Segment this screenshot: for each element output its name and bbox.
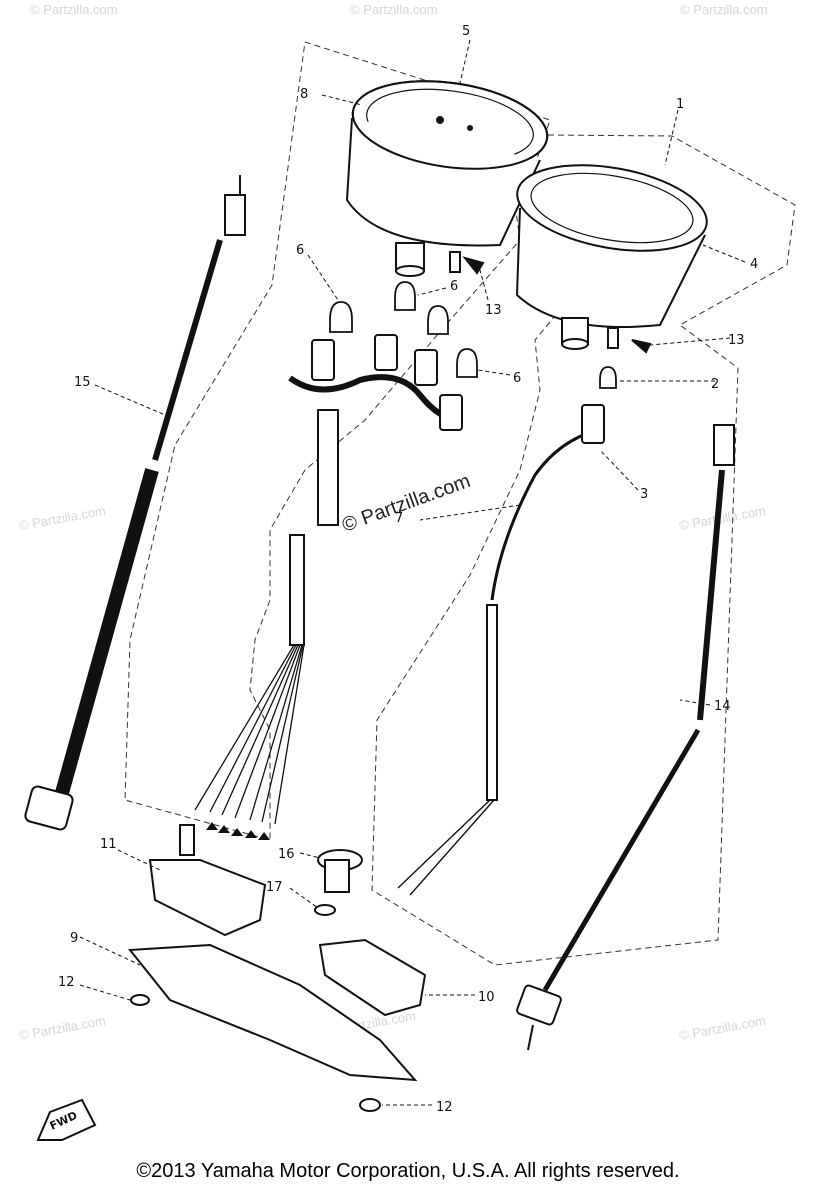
panel-9 [128, 943, 418, 1082]
nut-12-lower [359, 1098, 381, 1112]
callout-8: 8 [300, 87, 308, 102]
watermark-right: © Partzilla.com [678, 503, 767, 533]
washer-17 [314, 904, 336, 916]
bulb-6-right [456, 348, 478, 378]
clip-13-a [462, 256, 485, 275]
watermark-left: © Partzilla.com [18, 503, 107, 533]
bulb-2 [599, 366, 617, 389]
callout-17: 17 [266, 880, 283, 895]
watermark-center: © Partzilla.com [339, 470, 473, 537]
nut-12-upper [130, 994, 150, 1006]
callout-6-mid: 6 [450, 279, 458, 294]
bracket-10 [318, 938, 427, 1017]
wire-harness-7 [179, 334, 463, 856]
callout-6-left: 6 [296, 243, 304, 258]
callout-12-upper: 12 [58, 975, 75, 990]
callout-10: 10 [478, 990, 495, 1005]
watermark-top-left: © Partzilla.com [30, 2, 118, 17]
callout-13-a: 13 [485, 303, 502, 318]
callout-11: 11 [100, 837, 117, 852]
cable-15 [24, 175, 246, 831]
bulb-6-mid [394, 281, 416, 311]
callout-12-lower: 12 [436, 1100, 453, 1115]
cable-14 [516, 424, 735, 1051]
copyright-notice: ©2013 Yamaha Motor Corporation, U.S.A. A… [136, 1160, 680, 1182]
callout-7: 7 [395, 511, 403, 526]
callout-16: 16 [278, 847, 295, 862]
outline-assembly-1 [371, 134, 796, 966]
callout-9: 9 [70, 931, 78, 946]
assembly-outlines [124, 41, 796, 966]
callout-1: 1 [676, 97, 684, 112]
callout-6-right: 6 [513, 371, 521, 386]
speedometer-meter [345, 80, 549, 277]
bulb-6-mid2 [427, 305, 449, 335]
bracket-11 [148, 859, 267, 937]
fwd-arrow: FWD [36, 1098, 97, 1141]
callout-3: 3 [640, 487, 648, 502]
callout-14: 14 [714, 699, 731, 714]
bulb-6-left [329, 301, 353, 333]
brackets [128, 256, 652, 1112]
watermark-bottom-left: © Partzilla.com [18, 1013, 107, 1043]
bulbs [329, 281, 617, 389]
callout-2: 2 [711, 377, 719, 392]
callout-4: 4 [750, 257, 758, 272]
tachometer-meter [515, 164, 708, 350]
callout-numbers: 5 8 1 4 6 6 13 13 6 2 15 3 7 14 11 16 17… [58, 24, 758, 1115]
callout-13-b: 13 [728, 333, 745, 348]
clip-13-b [631, 339, 652, 354]
callout-15: 15 [74, 375, 91, 390]
callout-5: 5 [462, 24, 470, 39]
watermark-top-center: © Partzilla.com [350, 2, 438, 17]
watermark-bottom-right: © Partzilla.com [678, 1013, 767, 1043]
watermark-top-right: © Partzilla.com [680, 2, 768, 17]
leader-lines [79, 39, 746, 1106]
lamp-cord-3 [397, 404, 605, 896]
